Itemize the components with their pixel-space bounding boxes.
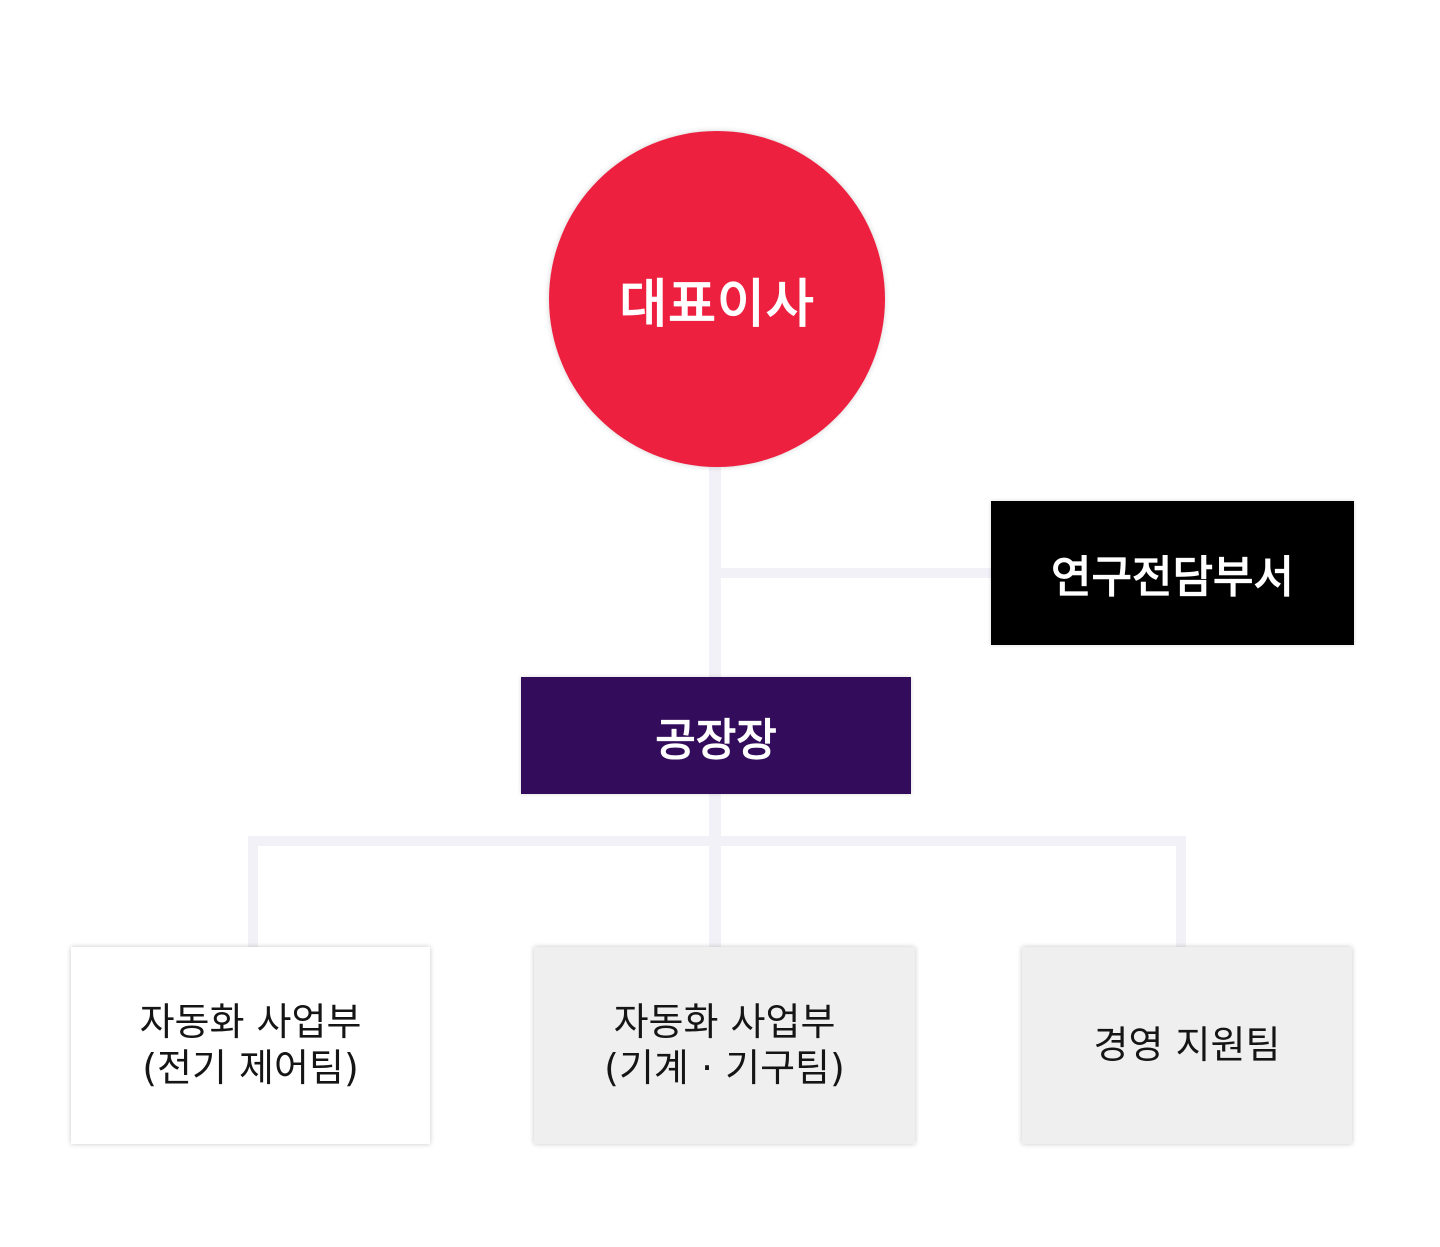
dept-management-support-node: 경영 지원팀 xyxy=(1022,947,1352,1144)
dept-electric-control-node: 자동화 사업부 (전기 제어팀) xyxy=(71,947,430,1144)
ceo-label: 대표이사 xyxy=(619,274,815,335)
dept-electric-line2: (전기 제어팀) xyxy=(142,1045,359,1090)
plant-manager-node: 공장장 xyxy=(521,677,911,794)
connector-horizontal xyxy=(248,836,1186,846)
dept-management-line1: 경영 지원팀 xyxy=(1093,1022,1281,1067)
dept-mechanical-line1: 자동화 사업부 xyxy=(613,999,836,1044)
research-label: 연구전담부서 xyxy=(1051,552,1294,603)
dept-electric-line1: 자동화 사업부 xyxy=(139,999,362,1044)
connector-right-drop xyxy=(1176,836,1186,947)
connector-to-research xyxy=(715,568,991,578)
ceo-node: 대표이사 xyxy=(549,131,885,467)
research-department-node: 연구전담부서 xyxy=(991,501,1354,645)
dept-mechanical-node: 자동화 사업부 (기계 · 기구팀) xyxy=(534,947,915,1144)
connector-plant-down xyxy=(709,794,721,947)
plant-label: 공장장 xyxy=(655,714,777,766)
connector-left-drop xyxy=(248,836,258,947)
dept-mechanical-line2: (기계 · 기구팀) xyxy=(604,1045,845,1090)
